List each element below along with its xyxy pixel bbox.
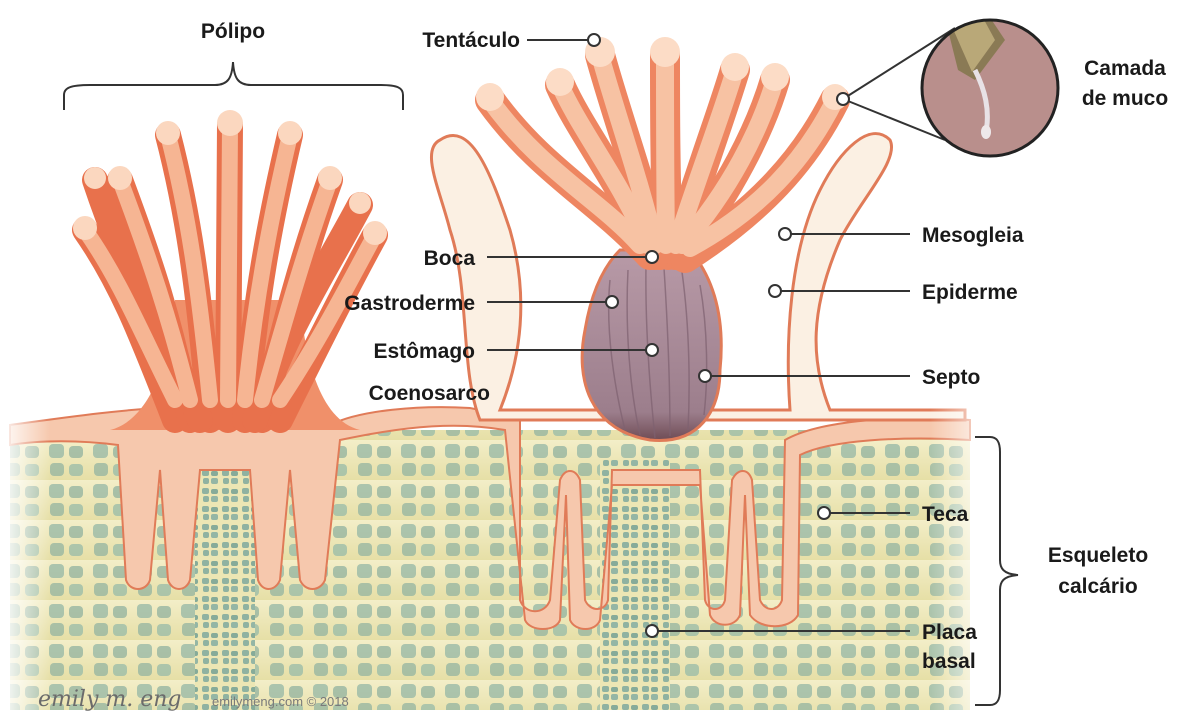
label-camada-line2: de muco [1082, 87, 1168, 110]
label-tentaculo: Tentáculo [422, 29, 520, 52]
artist-signature: emily m. eng [38, 687, 182, 712]
label-estomago: Estômago [373, 340, 475, 363]
label-polipo: Pólipo [201, 20, 265, 43]
label-placa-line1: Placa [922, 621, 977, 644]
label-gastroderme: Gastroderme [344, 292, 475, 315]
label-placa-line2: basal [922, 650, 976, 673]
right-polyp [431, 37, 965, 440]
label-esqueleto-line1: Esqueleto [1048, 544, 1148, 567]
label-esqueleto-line2: calcário [1058, 575, 1137, 598]
label-coenosarco: Coenosarco [369, 382, 490, 405]
artist-credit: emilymeng.com © 2018 [212, 694, 349, 709]
label-mesogleia: Mesogleia [922, 224, 1024, 247]
label-boca: Boca [424, 247, 476, 270]
polipo-bracket [64, 62, 403, 110]
label-epiderme: Epiderme [922, 281, 1018, 304]
label-camada-line1: Camada [1084, 57, 1166, 80]
label-septo: Septo [922, 366, 980, 389]
label-teca: Teca [922, 503, 969, 526]
left-polyp [73, 110, 387, 430]
